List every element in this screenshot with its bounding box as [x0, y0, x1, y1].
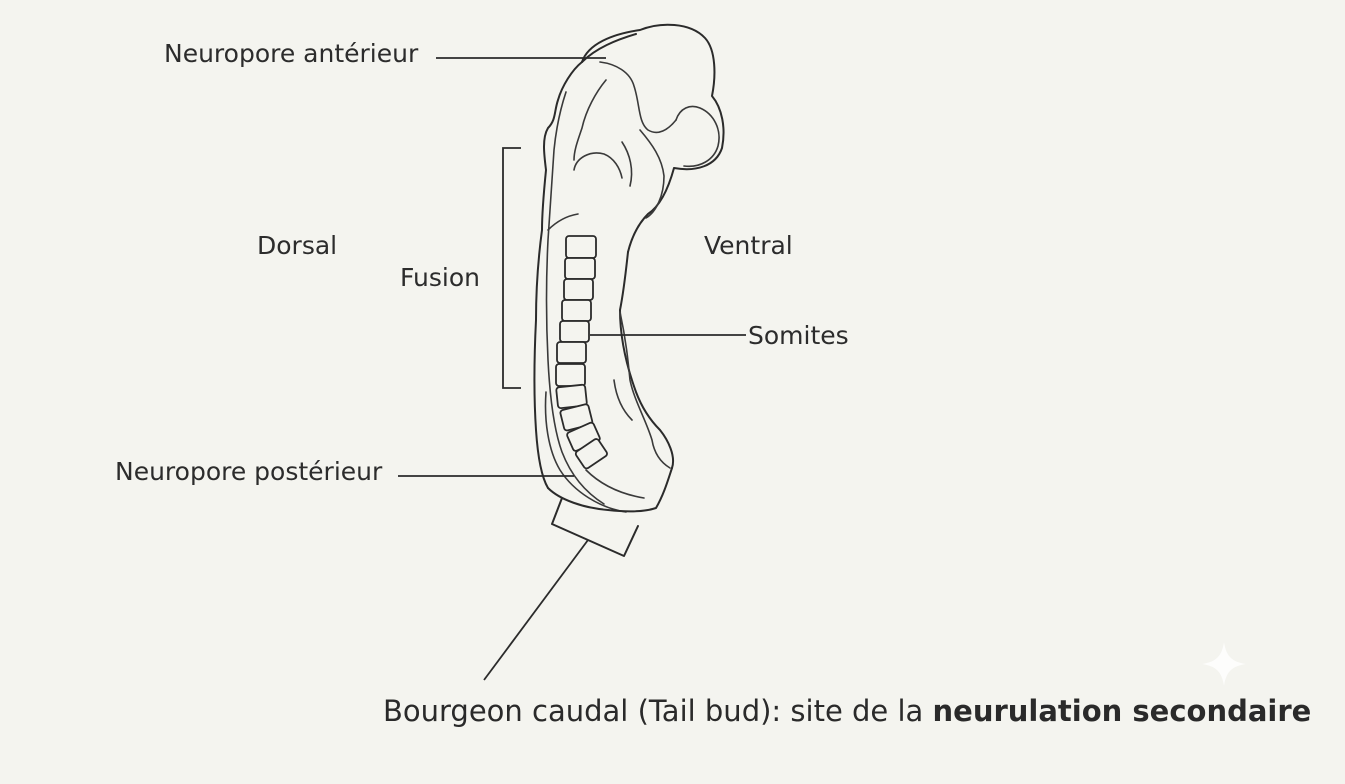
embryo-dorsal-outline: [533, 61, 583, 489]
tail-inner-line: [585, 469, 645, 499]
head-inner-contour-4: [621, 141, 633, 187]
somite: [564, 257, 596, 280]
fusion-bracket: [502, 147, 521, 389]
head-inner-contour-1: [599, 61, 677, 134]
head-inner-contour-6: [573, 79, 607, 161]
somite: [561, 299, 592, 322]
caption-tail-bud: Bourgeon caudal (Tail bud): site de la n…: [383, 697, 1311, 726]
label-posterior-neuropore: Neuropore postérieur: [115, 457, 383, 486]
embryo-head-outline: [581, 23, 725, 253]
neural-tube-line: [545, 91, 605, 505]
label-somites: Somites: [748, 321, 849, 350]
somite: [574, 438, 608, 470]
label-anterior-neuropore: Neuropore antérieur: [164, 39, 419, 68]
label-dorsal: Dorsal: [257, 231, 338, 260]
label-ventral: Ventral: [704, 231, 793, 260]
somite: [559, 320, 590, 343]
head-inner-contour-3: [639, 129, 665, 219]
neural-fold-line: [547, 213, 579, 231]
neural-groove-line: [544, 391, 627, 513]
label-fusion: Fusion: [400, 263, 480, 292]
somite-column: [555, 235, 608, 470]
tail-outline: [547, 467, 673, 513]
somite: [563, 278, 594, 301]
sparkle-icon: [1202, 642, 1246, 686]
somite: [555, 363, 586, 387]
caption-emphasis: neurulation secondaire: [932, 694, 1312, 728]
head-inner-contour-5: [573, 152, 623, 179]
embryo-ventral-outline: [619, 251, 674, 469]
tail-bud-block: [551, 497, 639, 557]
somite: [565, 235, 597, 259]
leader-tail-bud: [483, 539, 589, 681]
caption-text: Bourgeon caudal (Tail bud): site de la: [383, 694, 933, 728]
ventral-inner-line: [619, 311, 671, 469]
somite: [556, 341, 587, 364]
ventral-inner-line-2: [613, 379, 633, 421]
head-inner-contour-2: [675, 105, 720, 168]
